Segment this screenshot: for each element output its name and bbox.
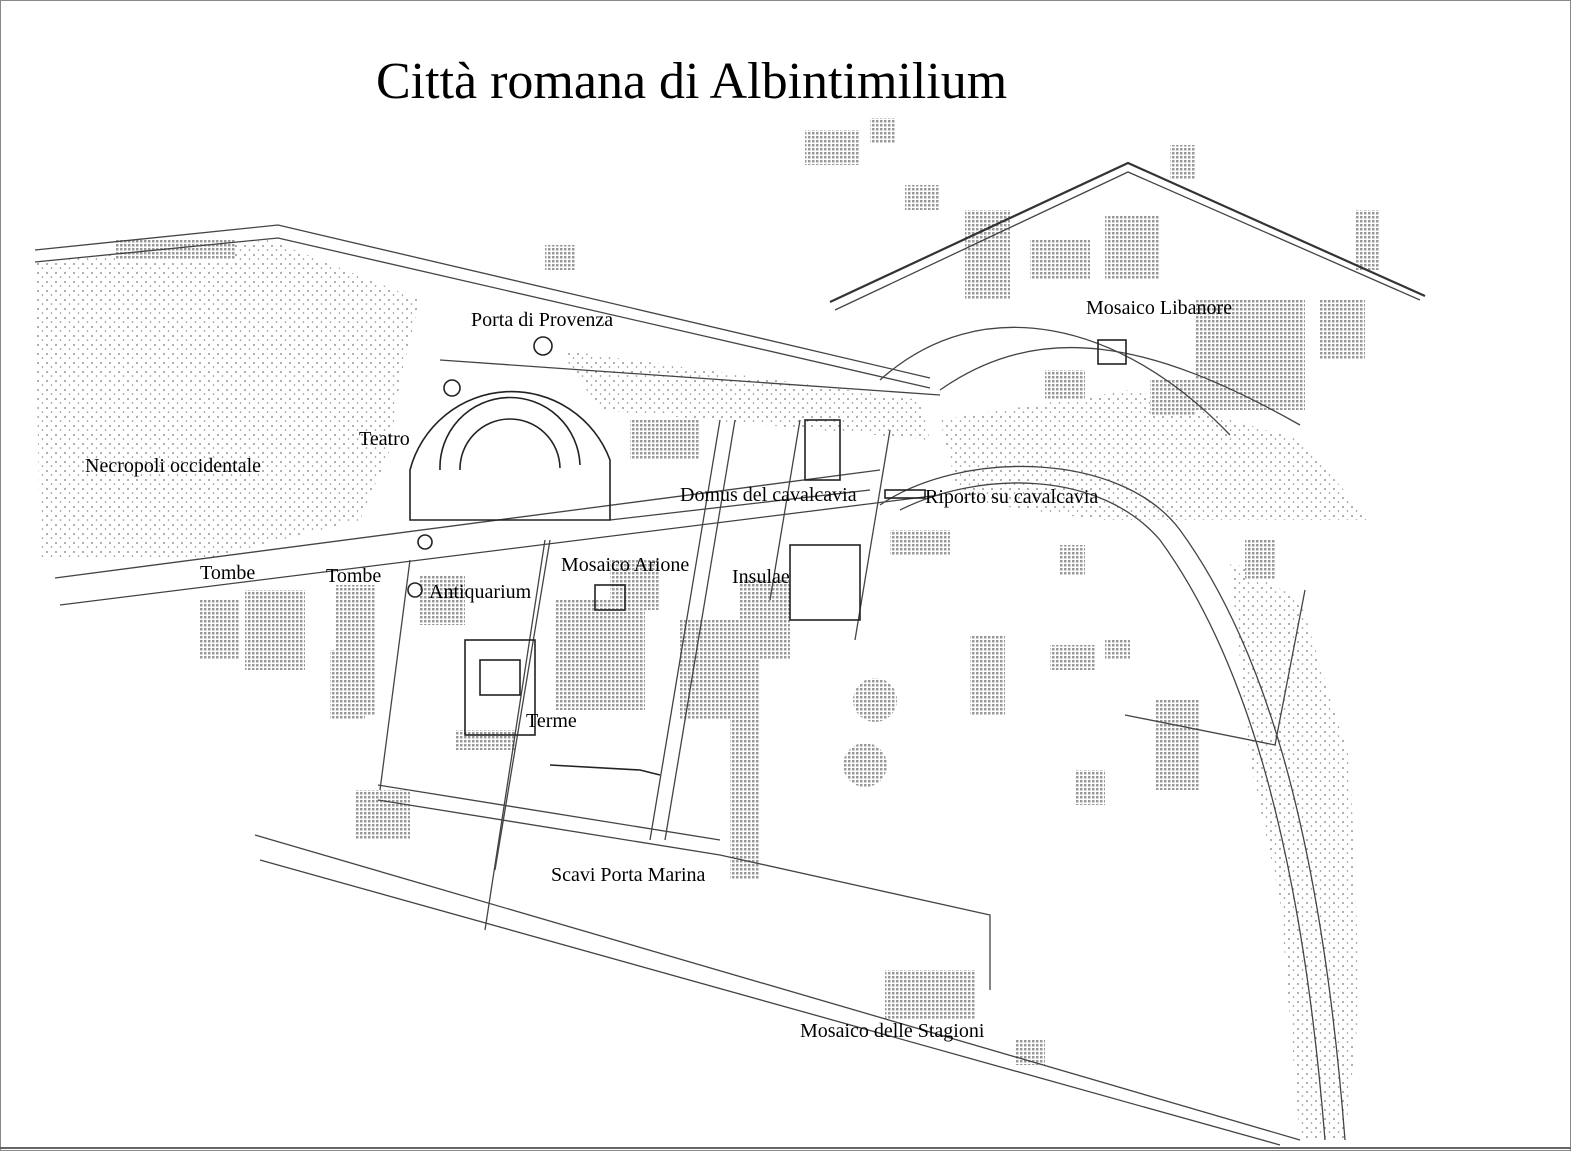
label-mosaico-libanore: Mosaico Libanore [1086,297,1232,319]
label-domus-del-cavalcavia: Domus del cavalcavia [680,484,857,506]
label-tombe: Tombe [326,565,381,587]
label-teatro: Teatro [359,428,410,450]
building-plans [464,339,1127,776]
label-porta-di-provenza: Porta di Provenza [471,309,613,331]
ruin-areas [115,118,1380,1065]
roads [34,161,1426,1146]
label-scavi-porta-marina: Scavi Porta Marina [551,864,706,886]
label-mosaico-delle-stagioni: Mosaico delle Stagioni [800,1020,985,1042]
label-riporto-su-cavalcavia: Riporto su cavalcavia [925,486,1098,508]
label-insulae: Insulae [732,566,790,588]
label-mosaico-arione: Mosaico Arione [561,554,689,576]
theatre-plan [407,336,611,598]
vegetation-areas [35,240,1370,1140]
place-labels: Porta di Provenza Mosaico Libanore Teatr… [85,297,1232,1042]
map-title: Città romana di Albintimilium [376,53,1007,110]
label-terme: Terme [526,710,577,732]
label-necropoli-occidentale: Necropoli occidentale [85,455,261,477]
label-antiquarium: Antiquarium [429,581,532,603]
label-tombe: Tombe [200,562,255,584]
